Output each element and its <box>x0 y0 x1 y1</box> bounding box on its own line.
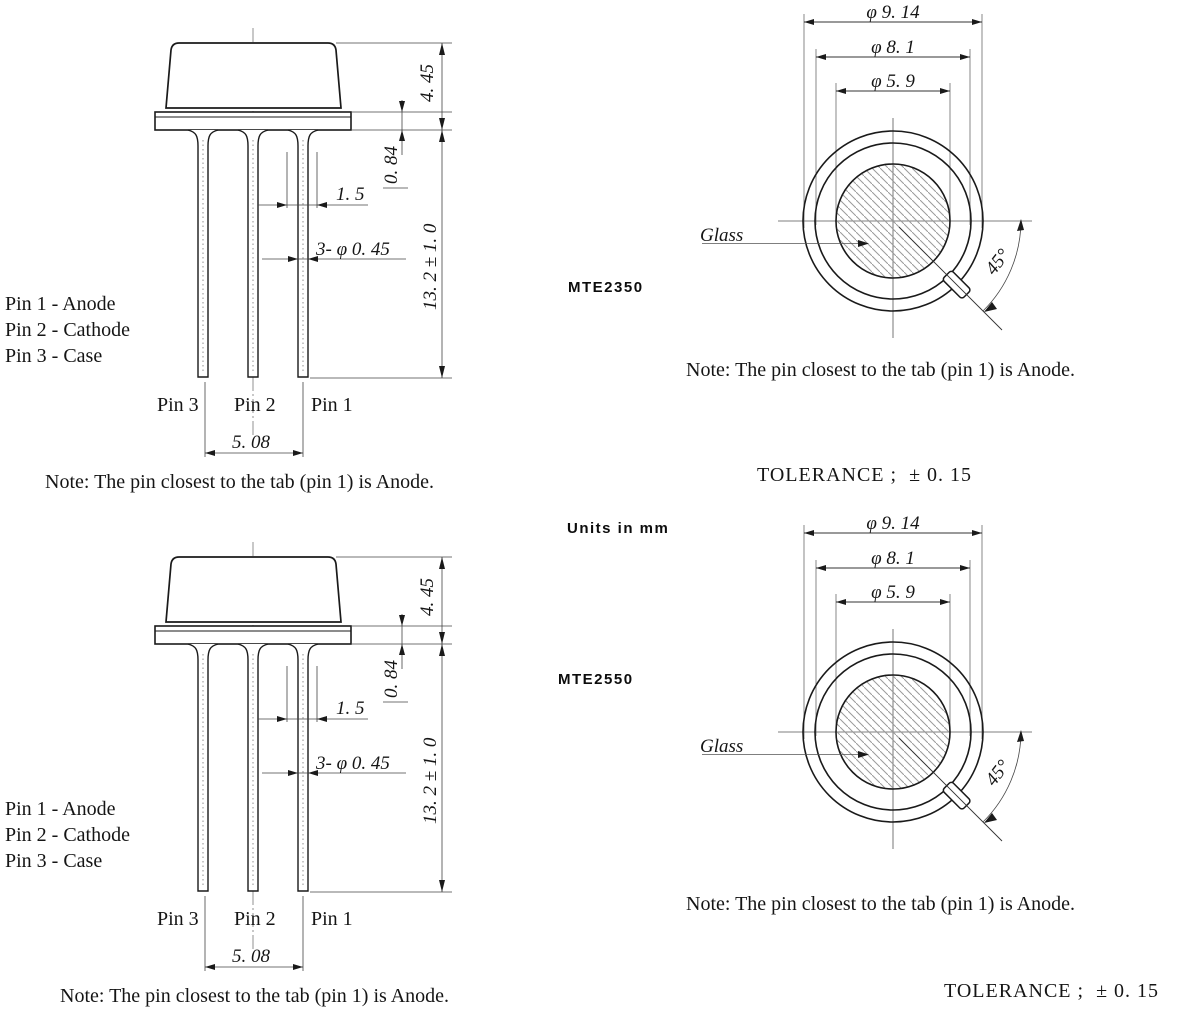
note-top-view-bottom: Note: The pin closest to the tab (pin 1)… <box>686 893 1076 915</box>
package-body <box>154 556 352 645</box>
dim-cap-height: 4. 45 <box>417 578 438 616</box>
pin-function-case: Pin 3 - Case <box>5 345 103 367</box>
diameter-extension-lines <box>803 14 983 228</box>
glass-label: Glass <box>700 736 743 757</box>
pin-2-label: Pin 2 <box>234 908 276 930</box>
top-view-drawing: φ 9. 14 φ 8. 1 φ 5. 9 Glass 45° <box>700 2 1032 338</box>
dim-arrows <box>205 557 445 970</box>
dim-glass-diameter: φ 5. 9 <box>871 582 915 603</box>
dim-tab-angle: 45° <box>981 245 1014 279</box>
package-cap <box>165 42 342 109</box>
diameter-extension-lines <box>803 525 983 739</box>
dim-lead-diameter: 3- φ 0. 45 <box>315 239 390 260</box>
top-view-bottom: φ 9. 14 φ 8. 1 φ 5. 9 Glass 45° <box>640 511 1060 866</box>
package-cap <box>165 556 342 623</box>
tolerance-top: TOLERANCE ; ± 0. 15 <box>757 464 973 486</box>
top-view-drawing: φ 9. 14 φ 8. 1 φ 5. 9 Glass 45° <box>700 513 1032 849</box>
tab-radial-line <box>898 737 1003 842</box>
pin-functions-bottom: Pin 1 - Anode Pin 2 - Cathode Pin 3 - Ca… <box>5 796 130 874</box>
dim-outer-diameter: φ 9. 14 <box>866 2 920 23</box>
pin-3-label: Pin 3 <box>157 394 199 416</box>
note-side-view-bottom: Note: The pin closest to the tab (pin 1)… <box>60 985 450 1007</box>
dim-tab-angle: 45° <box>981 756 1014 790</box>
dim-case-diameter: φ 8. 1 <box>871 548 915 569</box>
pin-3-label: Pin 3 <box>157 908 199 930</box>
dim-lead-root-width: 1. 5 <box>336 698 365 719</box>
pin-function-cathode: Pin 2 - Cathode <box>5 319 130 341</box>
side-view-top: 4. 45 0. 84 13. 2 ± 1. 0 1. 5 3- φ 0. 45… <box>0 0 470 470</box>
pin-2-label: Pin 2 <box>234 394 276 416</box>
angle-arc <box>982 731 1022 823</box>
diameter-arrows <box>804 530 982 605</box>
diameter-dim-lines <box>804 21 982 92</box>
pin-1-label: Pin 1 <box>311 908 353 930</box>
dim-flange-thickness: 0. 84 <box>381 660 402 699</box>
dim-outer-diameter: φ 9. 14 <box>866 513 920 534</box>
outer-rim-circle <box>802 130 984 312</box>
diameter-dim-lines <box>804 532 982 603</box>
side-view-bottom: 4. 45 0. 84 13. 2 ± 1. 0 1. 5 3- φ 0. 45… <box>0 514 470 984</box>
tab-radial-line <box>898 226 1003 331</box>
outer-rim-circle <box>802 641 984 823</box>
tolerance-bottom: TOLERANCE ; ± 0. 15 <box>944 980 1160 1002</box>
package-circles <box>802 130 984 312</box>
package-flange <box>154 111 352 131</box>
pin-function-anode: Pin 1 - Anode <box>5 293 116 315</box>
dim-flange-thickness: 0. 84 <box>381 146 402 185</box>
pin-function-cathode: Pin 2 - Cathode <box>5 824 130 846</box>
note-top-view-top: Note: The pin closest to the tab (pin 1)… <box>686 359 1076 381</box>
case-circle <box>814 653 972 811</box>
dim-arrows <box>205 43 445 456</box>
glass-label: Glass <box>700 225 743 246</box>
dim-lead-span: 5. 08 <box>232 946 271 967</box>
dim-lead-length: 13. 2 ± 1. 0 <box>420 223 441 310</box>
model-label-mte2550: MTE2550 <box>558 671 634 688</box>
glass-leader-arrow <box>858 240 869 247</box>
dim-cap-height: 4. 45 <box>417 64 438 102</box>
pin-centerlines <box>202 140 304 374</box>
units-label: Units in mm <box>567 520 670 537</box>
note-side-view-top: Note: The pin closest to the tab (pin 1)… <box>45 471 435 493</box>
angle-arc <box>982 220 1022 312</box>
package-flange <box>154 625 352 645</box>
package-body <box>154 42 352 131</box>
dim-case-diameter: φ 8. 1 <box>871 37 915 58</box>
pin-function-case: Pin 3 - Case <box>5 850 103 872</box>
angle-arrows <box>984 730 1024 823</box>
dim-lead-span: 5. 08 <box>232 432 271 453</box>
side-view-drawing: 4. 45 0. 84 13. 2 ± 1. 0 1. 5 3- φ 0. 45… <box>154 28 452 457</box>
pin-function-anode: Pin 1 - Anode <box>5 798 116 820</box>
dim-lead-length: 13. 2 ± 1. 0 <box>420 737 441 824</box>
package-circles <box>802 641 984 823</box>
pin-centerlines <box>202 654 304 888</box>
pin-1-label: Pin 1 <box>311 394 353 416</box>
model-label-mte2350: MTE2350 <box>568 279 644 296</box>
glass-leader-arrow <box>858 751 869 758</box>
dim-glass-diameter: φ 5. 9 <box>871 71 915 92</box>
side-view-drawing: 4. 45 0. 84 13. 2 ± 1. 0 1. 5 3- φ 0. 45… <box>154 542 452 971</box>
pin-functions-top: Pin 1 - Anode Pin 2 - Cathode Pin 3 - Ca… <box>5 291 130 369</box>
angle-arrows <box>984 219 1024 312</box>
dimension-lines <box>204 42 452 457</box>
case-circle <box>814 142 972 300</box>
top-view-top: φ 9. 14 φ 8. 1 φ 5. 9 Glass 45° <box>640 0 1060 355</box>
dim-lead-diameter: 3- φ 0. 45 <box>315 753 390 774</box>
dim-lead-root-width: 1. 5 <box>336 184 365 205</box>
diameter-arrows <box>804 19 982 94</box>
